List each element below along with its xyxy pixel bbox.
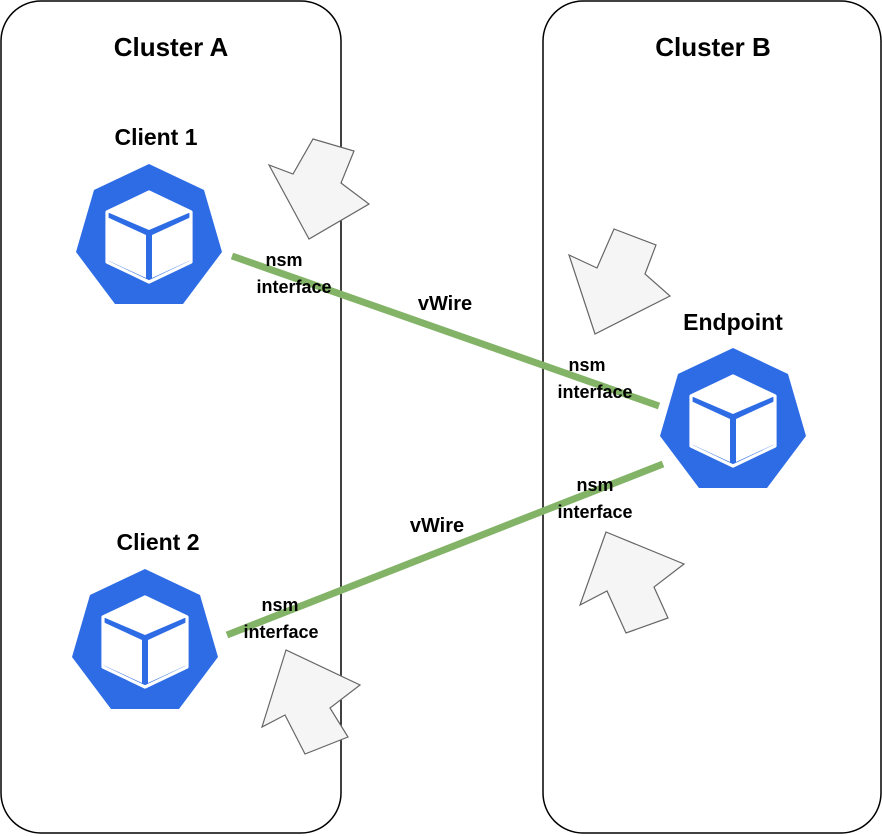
cluster-a-title: Cluster A	[114, 32, 229, 62]
client-1-interface-line1: nsm	[265, 250, 302, 270]
client-2-interface-line1: nsm	[261, 595, 298, 615]
vwire-top-label: vWire	[418, 293, 472, 315]
endpoint-bottom-interface-line1: nsm	[576, 475, 613, 495]
vwire-bottom-line	[225, 460, 665, 639]
pointer-arrow-icon	[567, 228, 672, 335]
client-2-interface-line2: interface	[243, 622, 318, 642]
pointer-arrow-icon	[578, 531, 686, 634]
vwire-bottom-label: vWire	[410, 515, 464, 537]
endpoint-bottom-interface-line2: interface	[557, 502, 632, 522]
vwire-top-line	[230, 252, 661, 410]
client-2-label: Client 2	[116, 529, 199, 555]
endpoint-label: Endpoint	[683, 309, 783, 335]
client-1-interface-line2: interface	[256, 277, 331, 297]
endpoint-top-interface-line2: interface	[557, 382, 632, 402]
endpoint-top-interface-line1: nsm	[568, 355, 605, 375]
pointer-arrow-icon	[260, 649, 362, 755]
cluster-b-title: Cluster B	[655, 32, 771, 62]
pointer-arrow-icon	[267, 138, 371, 240]
client-1-label: Client 1	[114, 124, 197, 150]
